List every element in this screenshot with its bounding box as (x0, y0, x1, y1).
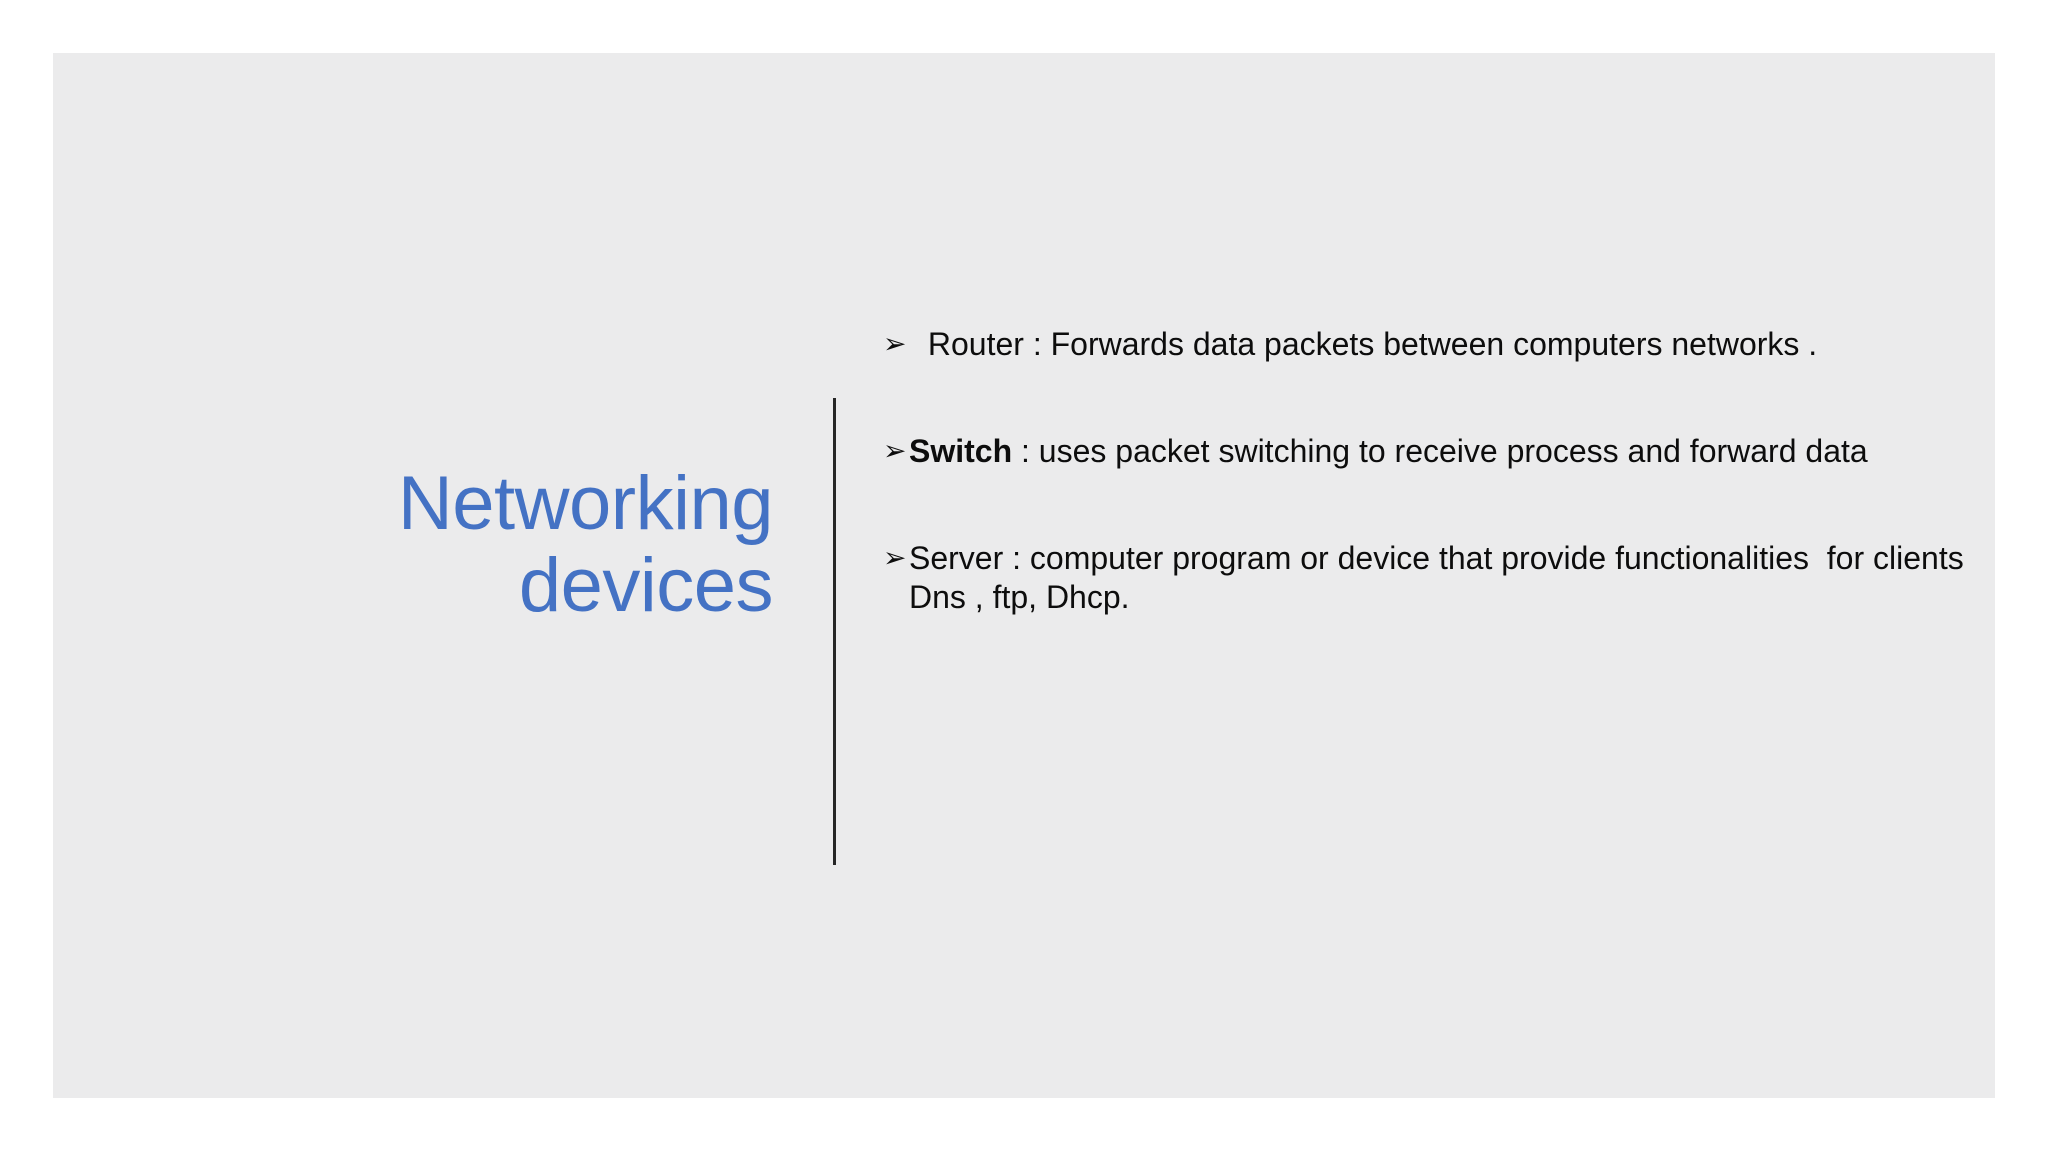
slide-canvas: Networking devices ➢ Router : Forwards d… (53, 53, 1995, 1098)
vertical-divider-line (833, 398, 836, 865)
bullet-list: ➢ Router : Forwards data packets between… (883, 325, 2028, 617)
arrow-bullet-icon: ➢ (883, 434, 907, 468)
list-item: ➢ Router : Forwards data packets between… (883, 325, 2028, 364)
list-item-term: Switch (909, 433, 1013, 470)
list-item-text: Switch : uses packet switching to receiv… (909, 432, 2028, 471)
page-title: Networking devices (397, 461, 774, 629)
list-item-text: Server : computer program or device that… (909, 540, 1973, 616)
slide-title-block: Networking devices (173, 461, 774, 629)
arrow-bullet-icon: ➢ (883, 327, 907, 360)
list-item-text: Router : Forwards data packets between c… (919, 326, 1818, 362)
list-item-description: : uses packet switching to receive proce… (1012, 433, 1868, 470)
arrow-bullet-icon: ➢ (883, 541, 907, 575)
list-item: ➢ Server : computer program or device th… (883, 539, 2028, 617)
list-item: ➢ Switch : uses packet switching to rece… (883, 432, 2028, 471)
